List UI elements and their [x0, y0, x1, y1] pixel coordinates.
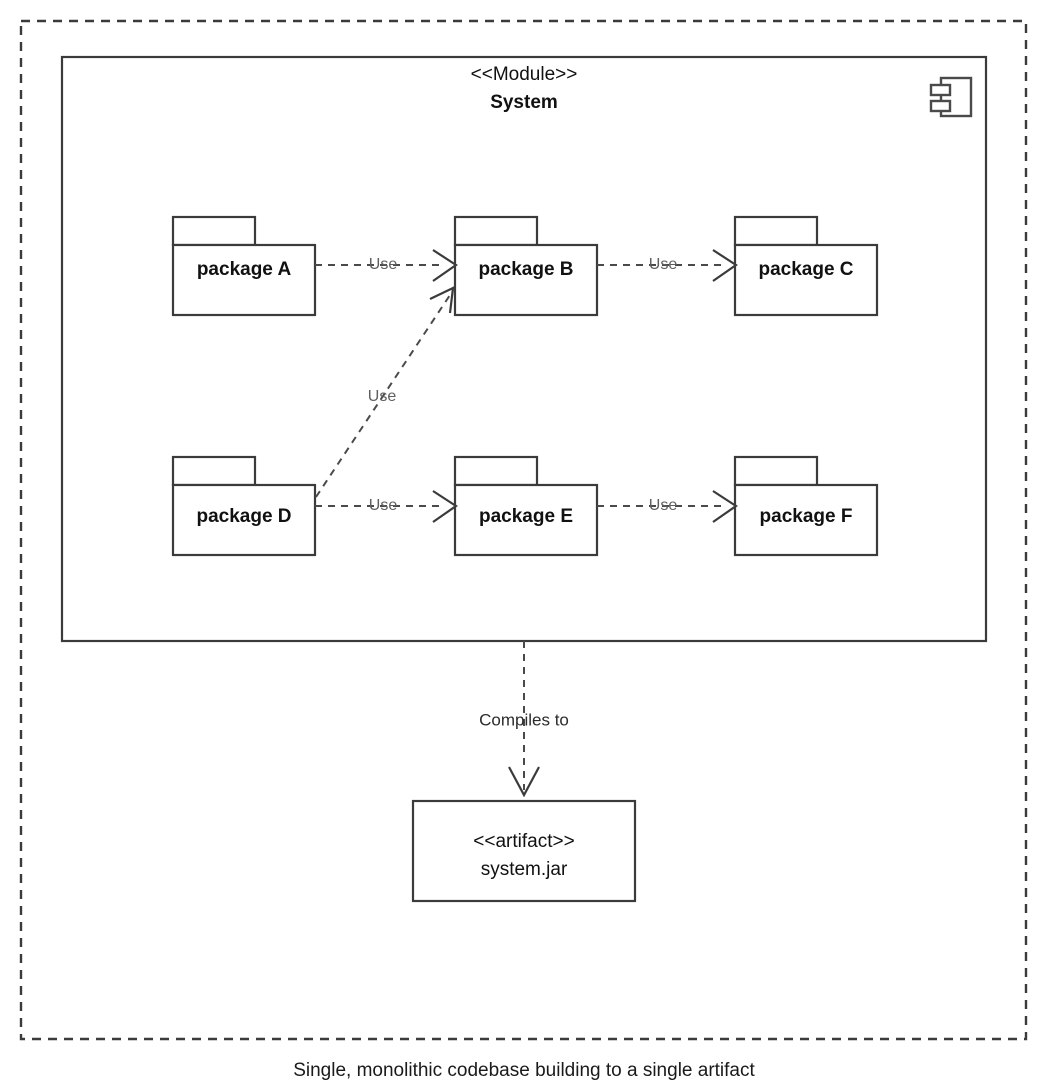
package-f-label: package F — [760, 506, 853, 527]
package-e-label: package E — [479, 506, 573, 527]
diagram-caption: Single, monolithic codebase building to … — [293, 1060, 755, 1081]
package-b-label: package B — [478, 259, 573, 280]
edge-d-to-e-label: Use — [369, 497, 398, 514]
package-d[interactable]: package D — [171, 455, 317, 557]
edge-compiles-to-label: Compiles to — [479, 710, 569, 729]
codebase-boundary — [19, 19, 1028, 1041]
edge-compiles-to[interactable]: Compiles to — [479, 641, 569, 798]
package-b[interactable]: package B — [453, 215, 599, 317]
package-d-label: package D — [196, 506, 291, 527]
edge-e-to-f-label: Use — [649, 497, 678, 514]
package-a-label: package A — [197, 259, 292, 280]
edge-b-to-c[interactable]: Use — [597, 249, 738, 282]
artifact-name: system.jar — [481, 859, 568, 880]
artifact-stereotype: <<artifact>> — [473, 831, 574, 852]
package-e[interactable]: package E — [453, 455, 599, 557]
package-c[interactable]: package C — [733, 215, 879, 317]
edge-b-to-c-label: Use — [649, 256, 678, 273]
edge-d-to-e[interactable]: Use — [315, 490, 458, 523]
edge-d-to-b-label: Use — [368, 388, 397, 405]
module-stereotype: <<Module>> — [471, 64, 578, 85]
package-c-label: package C — [758, 259, 853, 280]
artifact-system-jar[interactable]: <<artifact>> system.jar — [411, 799, 637, 903]
package-f[interactable]: package F — [733, 455, 879, 557]
edge-e-to-f[interactable]: Use — [597, 490, 738, 523]
package-a[interactable]: package A — [171, 215, 317, 317]
module-name: System — [490, 92, 558, 113]
edge-d-to-b[interactable]: Use — [315, 286, 455, 498]
component-icon — [929, 76, 973, 118]
edge-a-to-b-label: Use — [369, 256, 398, 273]
edge-a-to-b[interactable]: Use — [315, 249, 458, 282]
